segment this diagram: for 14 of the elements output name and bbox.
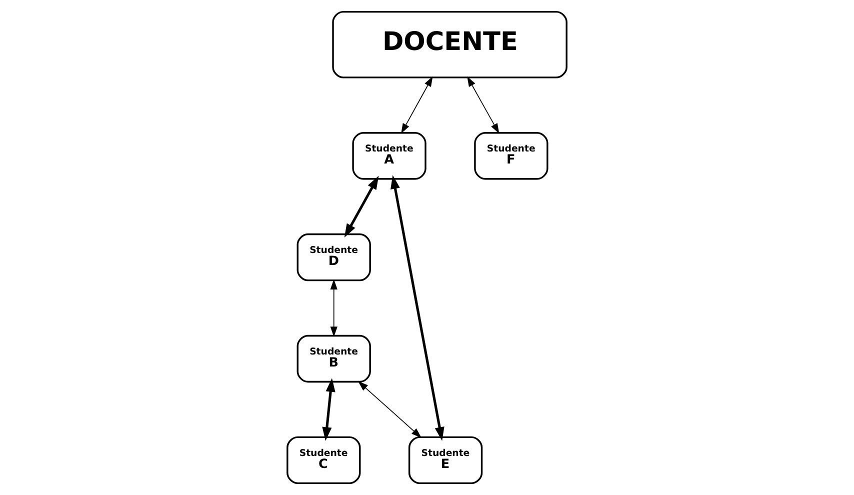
node-box: Studente C: [286, 436, 361, 484]
arrow: [344, 176, 379, 238]
arrow: [322, 378, 336, 441]
arrow: [467, 76, 500, 134]
arrow: [390, 175, 444, 441]
arrow: [358, 381, 422, 438]
node-box: Studente A: [352, 132, 426, 180]
arrow: [401, 76, 433, 134]
node-box: Studente D: [296, 233, 371, 282]
node-box: Studente F: [474, 132, 548, 180]
node-box: DOCENTE: [332, 10, 568, 78]
arrow: [330, 279, 338, 337]
node-box: Studente E: [408, 436, 483, 484]
node-box: Studente B: [296, 334, 371, 383]
